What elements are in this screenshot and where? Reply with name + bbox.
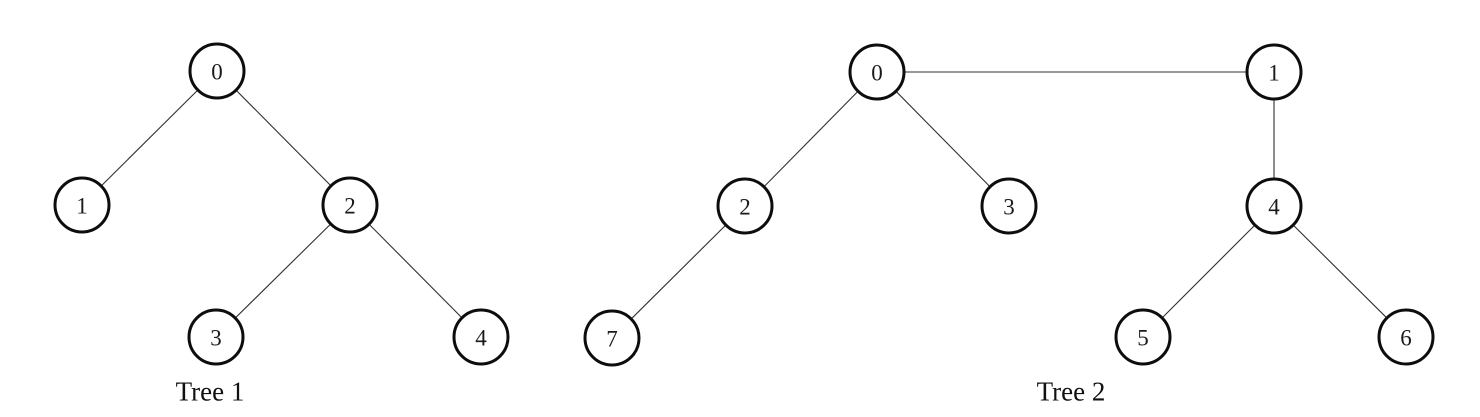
tree-node-label-1: 1 xyxy=(76,193,88,218)
tree-edge-0-2 xyxy=(216,70,351,206)
tree-node-label-4: 4 xyxy=(475,325,487,350)
tree-node-2 xyxy=(321,176,379,234)
tree-node-label-0: 0 xyxy=(211,59,223,84)
tree-node-3 xyxy=(187,308,245,366)
tree-node-label-2: 2 xyxy=(739,194,751,219)
tree-node-4 xyxy=(1245,177,1303,235)
tree-node-label-7: 7 xyxy=(606,326,618,351)
tree-node-label-4: 4 xyxy=(1268,194,1280,219)
tree-node-3 xyxy=(980,177,1038,235)
tree-node-0 xyxy=(848,43,906,101)
tree-node-label-0: 0 xyxy=(871,60,883,85)
tree-edge-0-3 xyxy=(876,71,1010,207)
tree-node-label-3: 3 xyxy=(210,325,222,350)
tree-node-1 xyxy=(53,176,111,234)
tree-edge-0-1 xyxy=(81,70,218,206)
tree-node-6 xyxy=(1377,308,1435,366)
tree-node-label-3: 3 xyxy=(1003,194,1015,219)
tree-group-1: 0 1 2 3 4 xyxy=(53,42,510,366)
tree-group-2: 0 1 2 3 4 7 5 6 xyxy=(583,43,1435,367)
tree-edge-0-2 xyxy=(744,71,878,207)
tree-node-7 xyxy=(583,309,641,367)
tree-node-0 xyxy=(188,42,246,100)
tree-node-4 xyxy=(452,308,510,366)
tree-node-label-1: 1 xyxy=(1268,60,1280,85)
tree-node-2 xyxy=(716,177,774,235)
tree-edge-4-6 xyxy=(1273,205,1407,338)
tree-edge-2-3 xyxy=(215,204,351,338)
tree1-caption: Tree 1 xyxy=(175,376,245,407)
tree-edge-2-7 xyxy=(611,205,746,339)
tree-node-label-5: 5 xyxy=(1137,325,1149,350)
tree-edge-2-4 xyxy=(349,204,482,338)
tree-node-label-2: 2 xyxy=(344,193,356,218)
tree-edge-4-5 xyxy=(1142,205,1275,338)
tree2-caption: Tree 2 xyxy=(1036,376,1106,407)
tree-node-label-6: 6 xyxy=(1400,325,1412,350)
tree-node-5 xyxy=(1114,308,1172,366)
tree-node-1 xyxy=(1245,43,1303,101)
